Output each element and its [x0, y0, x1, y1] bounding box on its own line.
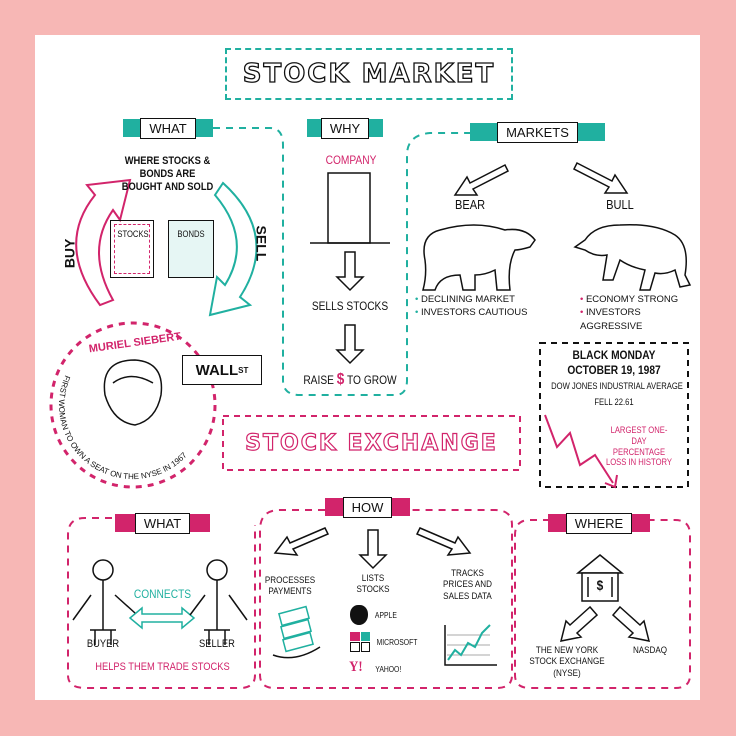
- company-microsoft: MICROSOFT: [376, 638, 418, 647]
- ribbon-why: WHY: [307, 113, 383, 143]
- black-monday-date: OCTOBER 19, 1987: [567, 363, 661, 377]
- bullet-item: • INVESTORS AGGRESSIVE: [580, 307, 643, 332]
- bonds-certificate: BONDS: [168, 220, 214, 278]
- seller-figure: [189, 559, 248, 645]
- raise-to-grow-label: RAISE $ TO GROW: [303, 371, 397, 388]
- bull-icon: [573, 223, 692, 291]
- ribbon-how: HOW: [325, 492, 410, 522]
- siebert-portrait: [103, 359, 163, 426]
- bull-points: • ECONOMY STRONG • INVESTORS AGGRESSIVE: [580, 293, 700, 333]
- ribbon-where: WHERE: [548, 508, 650, 538]
- bear-label: BEAR: [454, 197, 486, 212]
- black-monday-index: DOW JONES INDUSTRIAL AVERAGE: [551, 381, 683, 391]
- page-title: STOCK MARKET: [242, 58, 496, 89]
- connector-lines: FIRST WOMAN TO OWN A SEAT ON THE NYSE IN…: [49, 127, 692, 689]
- black-monday-title: BLACK MONDAY: [572, 348, 656, 362]
- what-description: WHERE STOCKS & BONDS ARE BOUGHT AND SOLD: [121, 155, 214, 194]
- microsoft-logo-icon: [350, 632, 370, 652]
- infographic-card: FIRST WOMAN TO OWN A SEAT ON THE NYSE IN…: [35, 35, 700, 700]
- bear-points: • DECLINING MARKET • INVESTORS CAUTIOUS: [415, 293, 527, 320]
- title-box: STOCK MARKET: [225, 48, 513, 100]
- bear-icon: [422, 224, 536, 291]
- sell-label: SELL: [253, 225, 270, 262]
- apple-logo-icon: [350, 605, 368, 625]
- black-monday-note: LARGEST ONE-DAY PERCENTAGE LOSS IN HISTO…: [605, 425, 673, 468]
- buy-label: BUY: [61, 238, 78, 269]
- money-stack-icon: [272, 605, 321, 659]
- bullet-item: • ECONOMY STRONG: [580, 294, 679, 305]
- company-apple: APPLE: [374, 611, 397, 620]
- yahoo-logo-icon: Y!: [349, 659, 363, 675]
- where-nasdaq: NASDAQ: [632, 645, 668, 656]
- seller-label: SELLER: [199, 638, 235, 650]
- company-building-icon: [327, 172, 371, 244]
- buyer-label: BUYER: [86, 638, 120, 650]
- company-yahoo: YAHOO!: [375, 665, 402, 674]
- processes-payments: PROCESSES PAYMENTS: [264, 575, 316, 598]
- tracks-data: TRACKS PRICES AND SALES DATA: [443, 568, 492, 602]
- connects-label: CONNECTS: [133, 587, 192, 601]
- bull-label: BULL: [606, 197, 634, 212]
- stocks-certificate: STOCKS: [110, 220, 154, 278]
- bullet-item: • DECLINING MARKET: [415, 294, 515, 305]
- siebert-caption: FIRST WOMAN TO OWN A SEAT ON THE NYSE IN…: [57, 374, 189, 481]
- bullet-item: • INVESTORS CAUTIOUS: [415, 307, 528, 319]
- ribbon-markets: MARKETS: [470, 117, 605, 147]
- bank-building-icon: [575, 554, 625, 602]
- where-nyse: THE NEW YORK STOCK EXCHANGE (NYSE): [529, 645, 605, 679]
- siebert-caption-text: FIRST WOMAN TO OWN A SEAT ON THE NYSE IN…: [57, 374, 189, 481]
- price-chart-icon: [444, 624, 497, 666]
- sells-stocks-label: SELLS STOCKS: [311, 299, 389, 313]
- black-monday-fell: FELL 22.61: [594, 397, 634, 407]
- helps-trade-caption: HELPS THEM TRADE STOCKS: [95, 661, 230, 673]
- ribbon-what: WHAT: [123, 113, 213, 143]
- buyer-figure: [72, 559, 136, 645]
- bank-dollar-sign: $: [596, 577, 604, 593]
- ribbon-exchange-what: WHAT: [115, 508, 210, 538]
- exchange-title: STOCK EXCHANGE: [245, 430, 498, 456]
- company-label: COMPANY: [325, 153, 377, 167]
- lists-stocks: LISTS STOCKS: [356, 573, 390, 596]
